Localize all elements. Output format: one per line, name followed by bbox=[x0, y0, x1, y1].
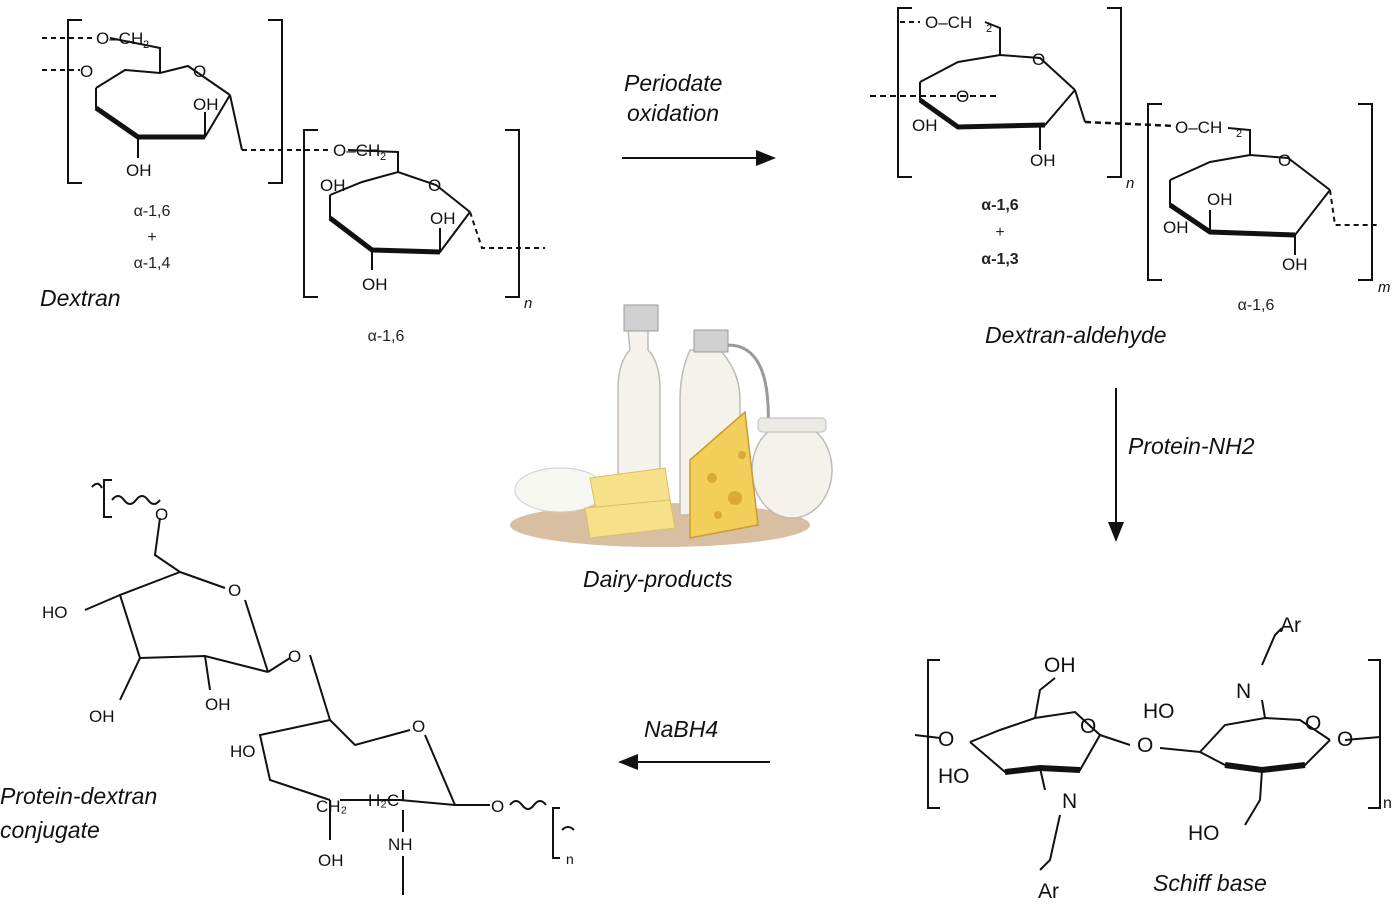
atom-ar: Ar bbox=[1038, 880, 1059, 903]
linkage-plus: + bbox=[995, 224, 1005, 241]
atom-oh: OH bbox=[912, 116, 938, 135]
atom-oh: OH bbox=[320, 176, 346, 195]
repeat-m: m bbox=[1378, 279, 1391, 296]
label-dairy-products: Dairy-products bbox=[583, 566, 733, 592]
schiff-base-structure bbox=[914, 627, 1381, 871]
label-periodate: Periodate bbox=[624, 70, 723, 96]
linkage-plus: + bbox=[147, 229, 157, 246]
repeat-n: n bbox=[1126, 175, 1134, 192]
label-protein-nh2: Protein-NH2 bbox=[1128, 433, 1255, 459]
repeat-n: n bbox=[1383, 795, 1392, 812]
atom-sub2: 2 bbox=[143, 39, 149, 51]
atom-labels: O–CH 2 O O OH OH O–CH 2 OH O OH OH n O–C… bbox=[42, 13, 1392, 903]
atom-o: O bbox=[155, 505, 168, 524]
label-schiff-base: Schiff base bbox=[1153, 870, 1267, 896]
dextran-aldehyde-structure bbox=[870, 7, 1380, 281]
label-dextran: Dextran bbox=[40, 285, 121, 311]
bracket-right bbox=[268, 19, 283, 184]
atom-o: O bbox=[1080, 715, 1096, 738]
atom-oh: OH bbox=[1030, 151, 1056, 170]
atom-o-ch2: O–CH bbox=[925, 13, 972, 32]
atom-oh: OH bbox=[318, 851, 344, 870]
atom-oh: OH bbox=[362, 275, 388, 294]
atom-o: O bbox=[1032, 50, 1045, 69]
atom-o: O bbox=[1278, 151, 1291, 170]
atom-o: O bbox=[956, 87, 969, 106]
atom-sub2: 2 bbox=[1236, 128, 1242, 140]
linkage-a14: α-1,4 bbox=[133, 255, 171, 272]
atom-oh: OH bbox=[1282, 255, 1308, 274]
atom-ho: HO bbox=[1143, 700, 1175, 723]
atom-n: N bbox=[1236, 680, 1251, 703]
atom-oh: OH bbox=[1044, 654, 1076, 677]
linkage-a13: α-1,3 bbox=[981, 251, 1019, 268]
atom-ho: HO bbox=[42, 603, 68, 622]
atom-ch2: CH₂ bbox=[316, 797, 347, 816]
atom-ho: HO bbox=[230, 742, 256, 761]
atom-o: O bbox=[1337, 728, 1353, 751]
bracket-left bbox=[67, 19, 82, 184]
atom-o: O bbox=[428, 176, 441, 195]
label-conjugate: conjugate bbox=[0, 817, 100, 843]
atom-oh: OH bbox=[126, 161, 152, 180]
repeat-n: n bbox=[524, 295, 532, 312]
linkage-unit2: α-1,6 bbox=[1237, 297, 1275, 314]
atom-o-ch2: O–CH bbox=[96, 29, 143, 48]
linkage-a16: α-1,6 bbox=[133, 203, 171, 220]
ring-top bbox=[95, 64, 231, 96]
atom-oh: OH bbox=[205, 695, 231, 714]
atom-ar: Ar bbox=[1280, 614, 1301, 637]
atom-oh: OH bbox=[89, 707, 115, 726]
label-nabh4: NaBH4 bbox=[644, 716, 719, 742]
atom-o: O bbox=[412, 717, 425, 736]
atom-o: O bbox=[80, 62, 93, 81]
atom-nh: NH bbox=[388, 835, 413, 854]
linkage-unit2: α-1,6 bbox=[367, 328, 405, 345]
atom-n: N bbox=[1062, 790, 1077, 813]
dextran-structure bbox=[42, 19, 545, 298]
atom-o: O bbox=[938, 728, 954, 751]
linkage-a16: α-1,6 bbox=[981, 197, 1019, 214]
atom-o: O bbox=[1305, 712, 1321, 735]
atom-o: O bbox=[288, 647, 301, 666]
atom-h2c: H₂C bbox=[368, 791, 399, 810]
atom-o: O bbox=[1137, 734, 1153, 757]
atom-o: O bbox=[491, 797, 504, 816]
atom-sub2: 2 bbox=[986, 23, 992, 35]
conjugate-structure bbox=[84, 479, 575, 895]
atom-o: O bbox=[228, 581, 241, 600]
dairy-products-image bbox=[510, 304, 833, 547]
atom-ho: HO bbox=[938, 765, 970, 788]
atom-sub2: 2 bbox=[380, 151, 386, 163]
atom-o: O bbox=[193, 62, 206, 81]
label-dextran-aldehyde: Dextran-aldehyde bbox=[985, 322, 1167, 348]
atom-oh: OH bbox=[430, 209, 456, 228]
atom-oh: OH bbox=[193, 95, 219, 114]
label-oxidation: oxidation bbox=[627, 100, 720, 126]
repeat-n: n bbox=[566, 851, 574, 867]
atom-oh: OH bbox=[1163, 218, 1189, 237]
label-protein-dextran: Protein-dextran bbox=[0, 783, 158, 809]
atom-o-ch2: O–CH bbox=[1175, 118, 1222, 137]
atom-oh: OH bbox=[1207, 190, 1233, 209]
atom-o-ch2: O–CH bbox=[333, 141, 380, 160]
atom-ho: HO bbox=[1188, 822, 1220, 845]
